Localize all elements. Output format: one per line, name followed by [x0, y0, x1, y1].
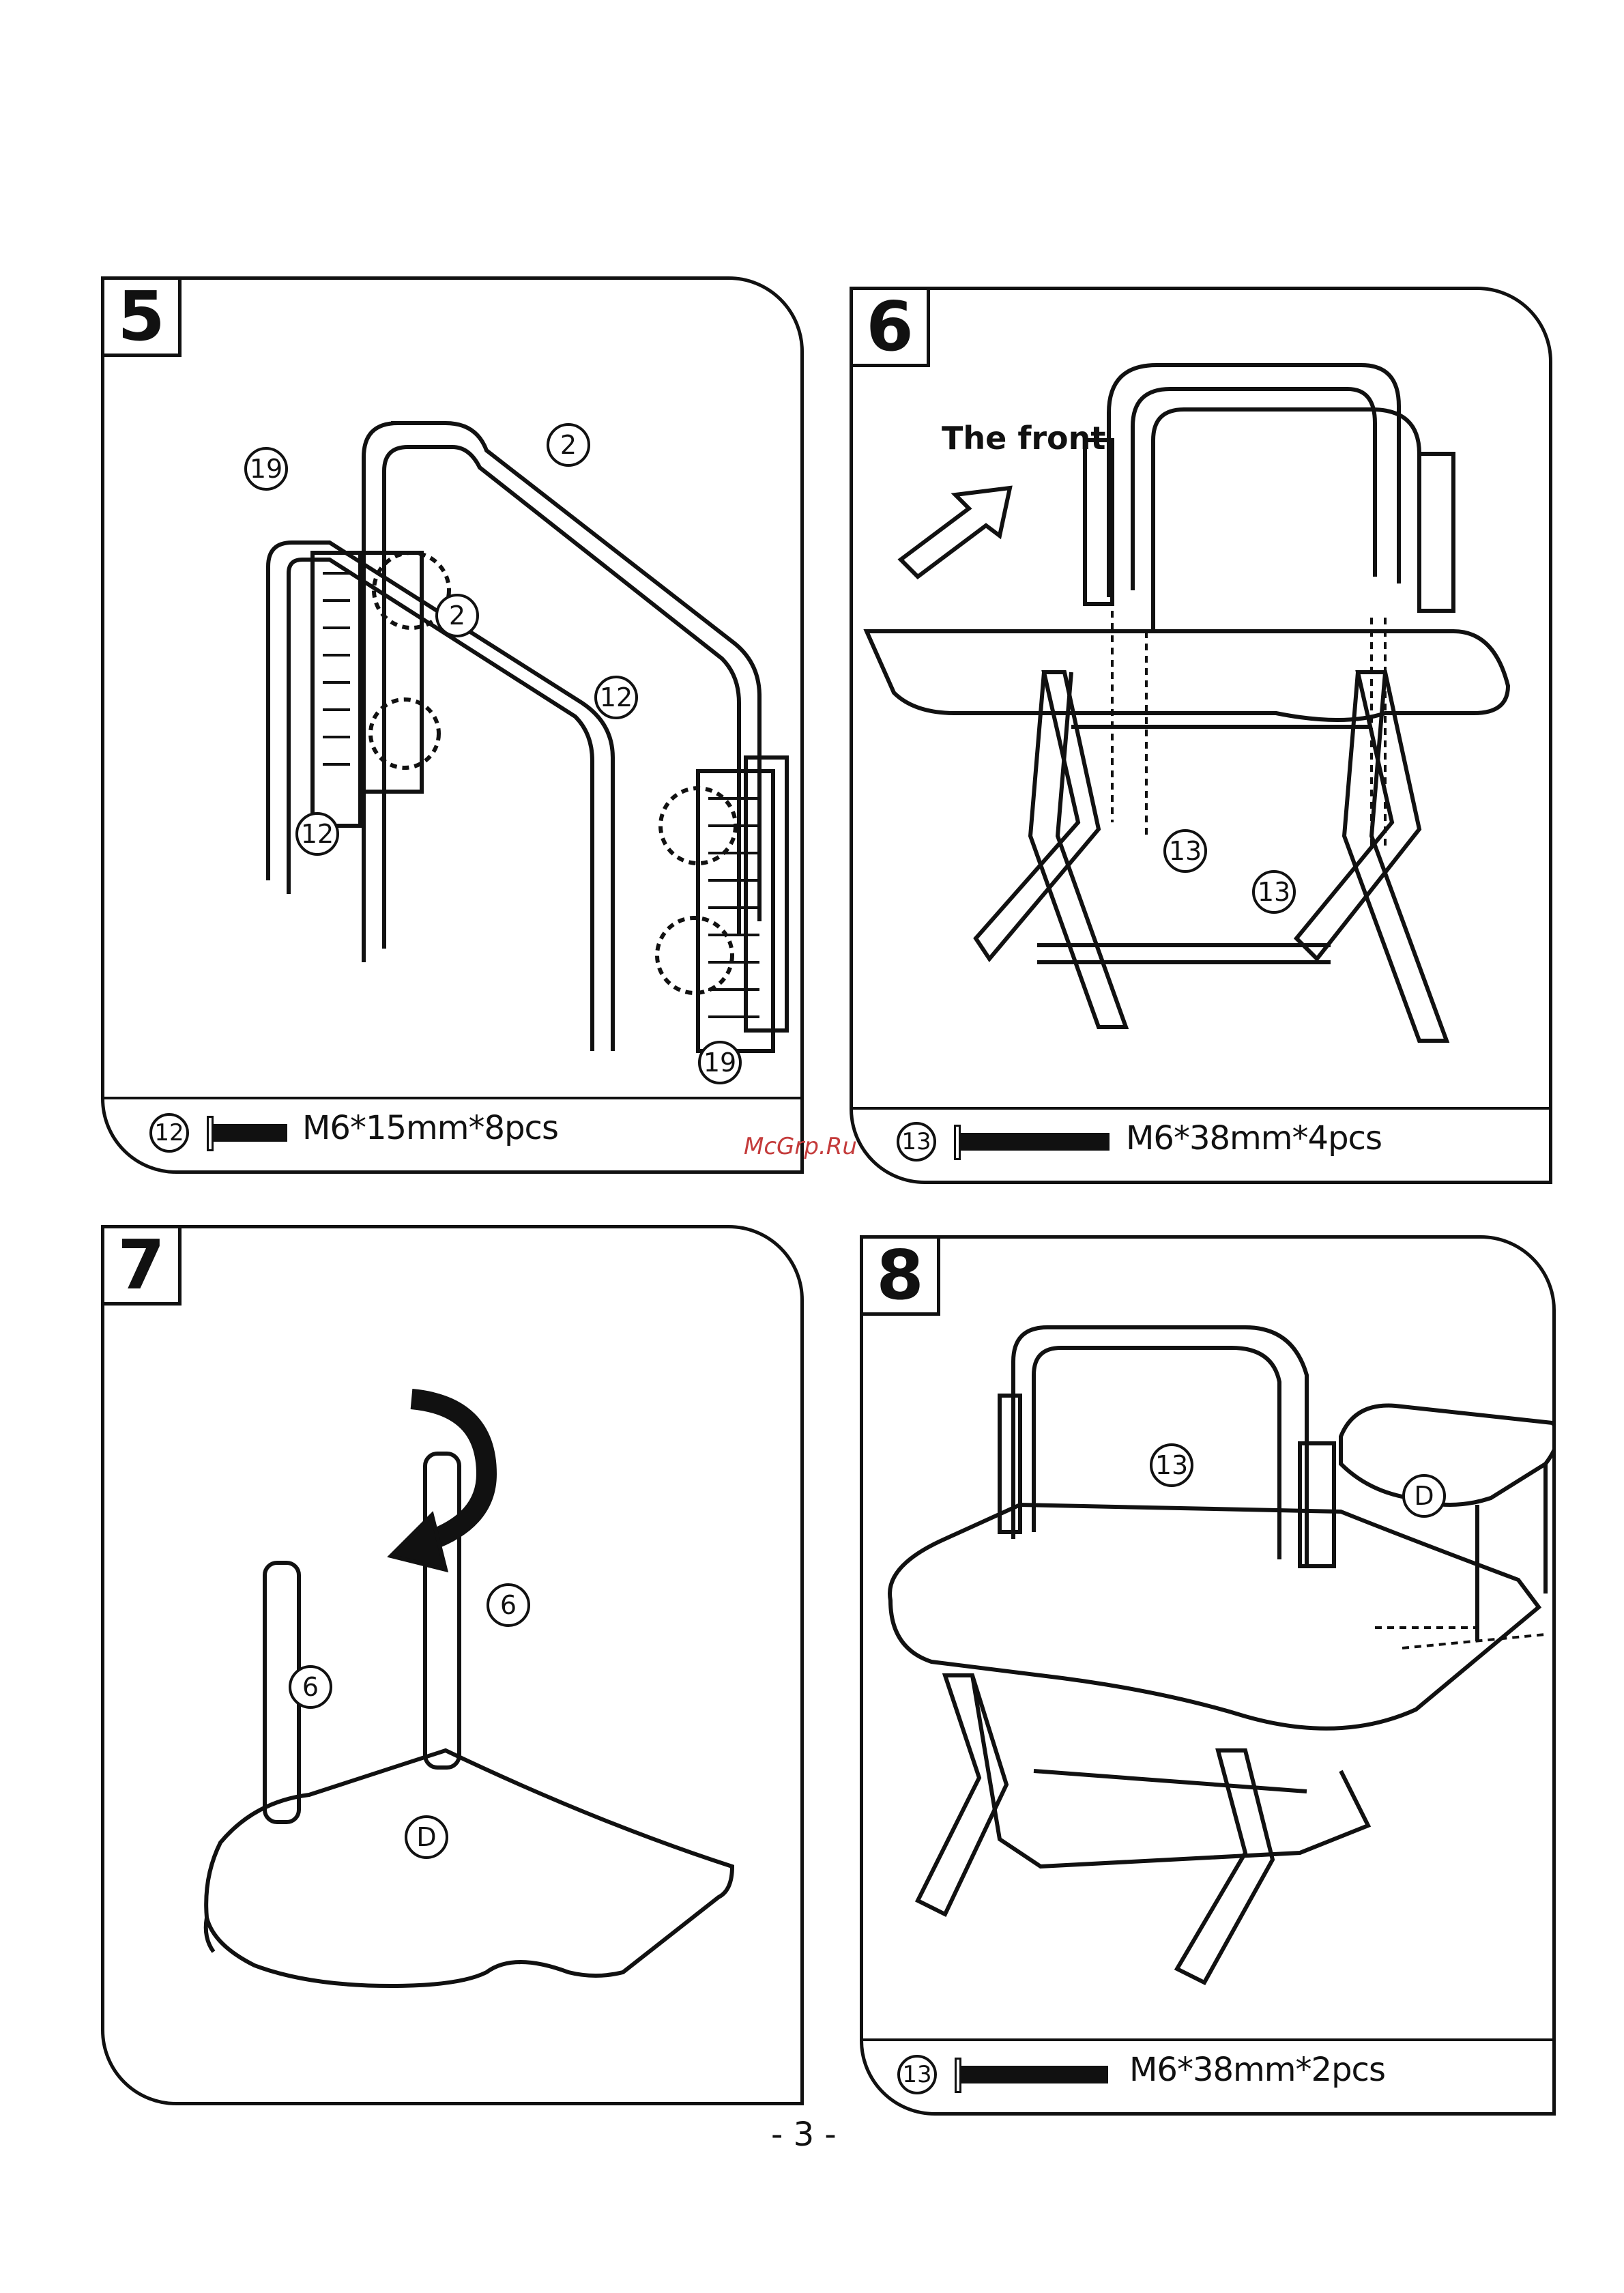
step-5-label-2b: 2 [435, 594, 479, 637]
step-5-label-2a: 2 [547, 423, 590, 467]
page-number: - 3 - [771, 2116, 837, 2154]
bolt-icon-head [955, 2058, 961, 2093]
step-5-label-12b: 12 [295, 812, 339, 856]
step-6-fastener-bar: 13 M6*38mm*4pcs [853, 1107, 1549, 1181]
step-5-illustration [104, 280, 804, 1099]
bolt-icon [214, 1124, 287, 1142]
step-5-label-19b: 19 [698, 1041, 742, 1084]
step-8-fastener-id: 13 [897, 2055, 937, 2094]
step-7-label-6a: 6 [289, 1665, 332, 1709]
step-7-label-6b: 6 [487, 1583, 530, 1627]
bolt-icon-head [954, 1125, 961, 1160]
step-8-panel: 8 13 D 13 M6*38mm*2pcs [860, 1235, 1556, 2116]
step-6-fastener-id: 13 [897, 1122, 936, 1162]
step-5-label-12a: 12 [594, 676, 638, 719]
watermark: McGrp.Ru [744, 1133, 857, 1160]
step-5-fastener-id: 12 [149, 1113, 189, 1153]
step-5-fastener-bar: 12 M6*15mm*8pcs [104, 1097, 800, 1170]
bolt-icon [961, 1133, 1110, 1151]
step-7-panel: 7 6 6 D [101, 1225, 804, 2105]
step-7-label-D: D [405, 1815, 448, 1859]
step-8-fastener-spec: M6*38mm*2pcs [1129, 2051, 1385, 2089]
step-6-label-13b: 13 [1252, 870, 1296, 914]
step-8-label-D: D [1402, 1474, 1446, 1518]
bolt-icon-head [207, 1116, 214, 1151]
step-7-illustration [104, 1228, 804, 2105]
step-8-label-13: 13 [1150, 1443, 1193, 1487]
step-6-panel: 6 The front 13 [850, 287, 1552, 1184]
step-6-illustration [853, 290, 1552, 1109]
step-8-fastener-bar: 13 M6*38mm*2pcs [863, 2038, 1552, 2112]
step-5-fastener-spec: M6*15mm*8pcs [302, 1109, 558, 1147]
bolt-icon [961, 2066, 1108, 2083]
step-5-panel: 5 [101, 276, 804, 1174]
step-5-label-19a: 19 [244, 447, 288, 491]
step-6-fastener-spec: M6*38mm*4pcs [1126, 1119, 1382, 1157]
step-6-label-13a: 13 [1163, 829, 1207, 873]
step-8-illustration [863, 1239, 1556, 2044]
